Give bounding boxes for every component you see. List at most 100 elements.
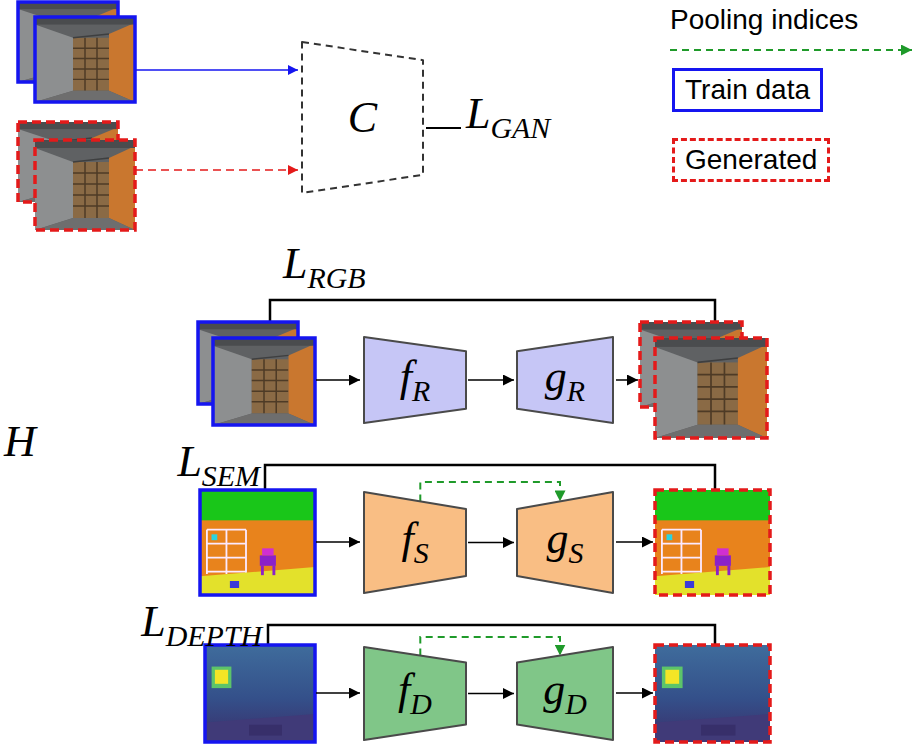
legend-label: Pooling indices <box>670 4 858 35</box>
train-frame <box>35 17 135 102</box>
math-subscript: GAN <box>490 111 550 144</box>
train-frame <box>213 338 315 425</box>
block-body: fS <box>362 490 468 595</box>
semantic-image <box>200 490 315 595</box>
loss-label: H <box>4 420 36 464</box>
flow-arrow <box>616 379 638 381</box>
legend-line-sample <box>670 49 912 51</box>
generated-arrow <box>135 169 298 171</box>
encoder-block: fD <box>362 645 468 742</box>
math-symbol: L <box>141 597 165 646</box>
pooling-indices-arrow <box>420 482 560 501</box>
loss-label: LSEM <box>177 440 260 490</box>
critic-block: C <box>300 40 425 195</box>
block-label: fD <box>398 668 432 718</box>
block-shape <box>517 337 613 423</box>
rgb-image <box>18 2 118 82</box>
block-shape <box>517 492 613 593</box>
semantic-image <box>655 490 770 595</box>
math-symbol: L <box>283 239 307 288</box>
block-shape <box>364 492 466 593</box>
block-body: gS <box>515 490 615 595</box>
block-label: gD <box>543 668 587 718</box>
loss-bracket <box>270 300 715 322</box>
flow-arrow <box>616 541 653 543</box>
math-subscript: D <box>565 687 587 720</box>
block-body: gD <box>515 645 615 742</box>
block-body: fR <box>362 335 468 425</box>
block-body: C <box>300 40 425 195</box>
math-symbol: g <box>547 514 569 563</box>
math-subscript: DEPTH <box>166 619 262 652</box>
flow-arrow <box>316 692 360 694</box>
depth-image <box>655 645 770 742</box>
flow-arrow <box>316 379 360 381</box>
block-shape <box>364 337 466 423</box>
math-symbol: g <box>543 665 565 714</box>
loss-bracket <box>268 625 715 644</box>
rgb-image <box>198 322 298 404</box>
train-frame <box>200 490 315 595</box>
generated-frame <box>655 490 770 595</box>
block-body: gR <box>515 335 615 425</box>
rgb-image <box>213 338 315 425</box>
math-subscript: D <box>410 687 432 720</box>
block-label: fR <box>400 355 431 405</box>
generated-images <box>18 122 135 230</box>
generated-frame <box>640 322 742 407</box>
rgb-image <box>35 140 135 230</box>
rgb-image <box>18 122 118 202</box>
generated-frame <box>35 140 135 230</box>
block-body: fD <box>362 645 468 742</box>
math-subscript: S <box>414 536 429 569</box>
math-symbol: L <box>466 89 490 138</box>
encoder-block: fR <box>362 335 468 425</box>
flow-arrow <box>616 692 653 694</box>
rgb-image <box>640 322 742 407</box>
math-symbol: f <box>400 352 412 401</box>
depth-image <box>205 645 315 742</box>
math-subscript: RGB <box>307 261 365 294</box>
math-symbol: f <box>401 514 413 563</box>
generated-frame <box>18 122 118 202</box>
legend-item: Train data <box>672 68 823 112</box>
block-shape <box>364 647 466 740</box>
math-symbol: L <box>177 437 201 486</box>
pooling-indices-arrow <box>420 637 560 656</box>
decoder-block: gD <box>515 645 615 742</box>
legend-item: Generated <box>672 138 830 182</box>
loss-label: LDEPTH <box>141 600 262 650</box>
encoder-block: fS <box>362 490 468 595</box>
generated-frame <box>655 338 767 438</box>
math-symbol: f <box>398 665 410 714</box>
math-subscript: R <box>567 373 585 406</box>
loss-bracket <box>265 465 715 489</box>
loss-label: LRGB <box>283 242 366 292</box>
generated-frame <box>655 645 770 742</box>
block-label: C <box>348 96 377 140</box>
math-symbol: g <box>545 352 567 401</box>
flow-arrow <box>468 379 514 381</box>
block-label: fS <box>401 517 428 567</box>
rgb-image <box>35 17 135 102</box>
legend-label: Generated <box>685 144 817 175</box>
train-images <box>18 2 135 102</box>
block-shape <box>302 42 423 193</box>
loss-leader <box>426 127 461 129</box>
flow-arrow <box>316 541 360 543</box>
rgb-image <box>655 338 767 438</box>
math-subscript: R <box>412 373 430 406</box>
block-label: gS <box>547 517 584 567</box>
block-label: gR <box>545 355 585 405</box>
math-symbol: H <box>4 417 36 466</box>
decoder-block: gS <box>515 490 615 595</box>
train-frame <box>205 645 315 742</box>
train-arrow <box>135 69 298 71</box>
math-symbol: C <box>348 93 377 142</box>
train-frame <box>18 2 118 82</box>
flow-arrow <box>468 693 514 695</box>
math-subscript: S <box>569 536 584 569</box>
math-subscript: SEM <box>202 459 260 492</box>
decoder-block: gR <box>515 335 615 425</box>
